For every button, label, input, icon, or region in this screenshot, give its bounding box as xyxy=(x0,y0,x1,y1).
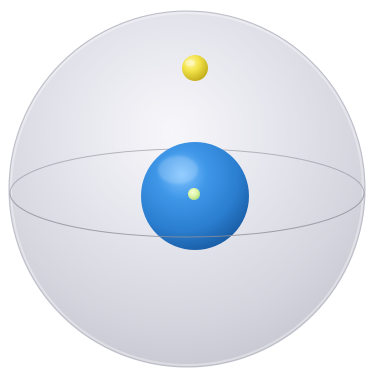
center-sphere-highlight xyxy=(158,156,198,184)
equator-ring-front xyxy=(9,192,365,238)
top-sphere-highlight xyxy=(185,59,195,67)
top-sphere xyxy=(182,55,208,81)
core-dot xyxy=(188,188,200,200)
